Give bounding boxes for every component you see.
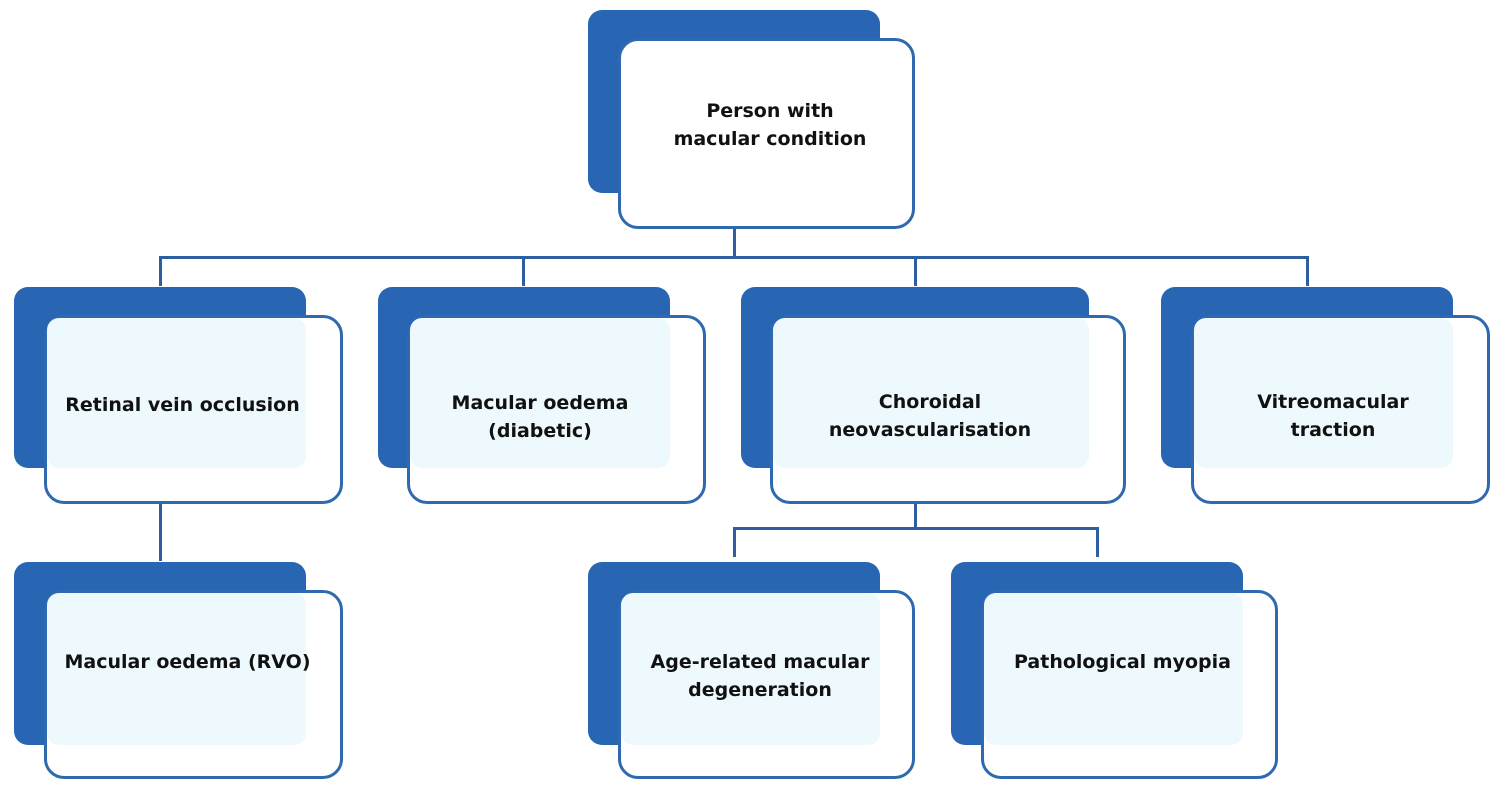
node-root-card xyxy=(618,38,915,229)
connector-row2-bar xyxy=(733,527,1099,530)
connector-to-rvo xyxy=(159,256,162,286)
node-rvo-fill xyxy=(47,318,306,468)
connector-row1-bar xyxy=(159,256,1309,259)
node-cnv-label: Choroidal neovascularisation xyxy=(828,391,1032,441)
node-amd-label: Age-related macular degeneration xyxy=(650,651,870,701)
node-root-label: Person with macular condition xyxy=(673,100,867,150)
node-amd-fill xyxy=(621,593,880,745)
node-rvo-label: Retinal vein occlusion xyxy=(65,394,300,416)
node-myopia-label: Pathological myopia xyxy=(1014,651,1231,673)
connector-to-amd xyxy=(733,527,736,557)
connector-to-vmt xyxy=(1306,256,1309,286)
connector-to-myopia xyxy=(1096,527,1099,557)
node-rvo-me-fill xyxy=(47,593,306,745)
connector-root-stem xyxy=(733,228,736,258)
node-myopia-fill xyxy=(984,593,1243,745)
connector-to-diabetic xyxy=(522,256,525,286)
connector-to-cnv xyxy=(914,256,917,286)
connector-rvo-to-rvo-me xyxy=(159,503,162,561)
node-vmt-label: Vitreomacular traction xyxy=(1257,391,1409,441)
node-diabetic-fill xyxy=(410,318,670,468)
node-vmt-fill xyxy=(1194,318,1453,468)
node-diabetic-label: Macular oedema (diabetic) xyxy=(451,392,629,442)
node-rvo-me-label: Macular oedema (RVO) xyxy=(64,651,311,673)
node-cnv-fill xyxy=(773,318,1089,468)
connector-cnv-stem xyxy=(914,503,917,529)
